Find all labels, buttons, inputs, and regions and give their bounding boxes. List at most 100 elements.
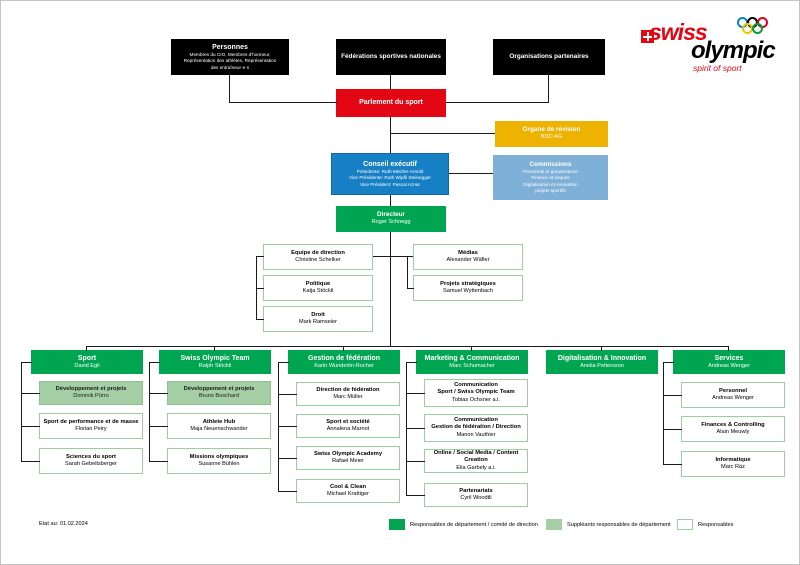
box-projets-strategiques: Projets stratégiques Samuel Wyttenbach — [413, 275, 523, 301]
connector — [406, 495, 425, 496]
box-title: Equipe de direction — [291, 249, 345, 256]
box-parlement-du-sport: Parlement du sport — [336, 89, 446, 117]
sub-name: Tobias Ochsner a.i. — [452, 396, 500, 403]
box-title: Fédérations sportives nationales — [341, 53, 441, 60]
connector — [278, 394, 297, 395]
legend-label: Responsables — [698, 522, 734, 528]
box-line: Vice Président: Pascal Aznar — [359, 181, 421, 187]
sub-name: Florian Peiry — [75, 425, 107, 432]
dept-gestion-sub-2: Swiss Olympic Academy Rafael Meier — [296, 446, 400, 470]
sub-name: Cyril Woodtli — [460, 494, 492, 501]
sub-title: Développement et projets — [55, 385, 127, 392]
sub-name: Maja Neuenschwander — [190, 425, 248, 432]
connector — [21, 362, 22, 462]
legend-swatch-white — [677, 519, 693, 530]
box-organisations-partenaires: Organisations partenaires — [493, 39, 605, 75]
box-title: Politique — [305, 280, 331, 287]
sub-line2: Sport / Swiss Olympic Team — [437, 389, 515, 396]
box-conseil-executif: Conseil exécutif Présidente: Ruth Metzle… — [331, 153, 449, 195]
dept-title: Marketing & Communication — [424, 354, 520, 362]
connector — [390, 195, 391, 206]
connector — [86, 346, 87, 351]
dept-sot-sub-deputy: Développement et projets Bruno Boschard — [167, 381, 271, 405]
connector — [149, 362, 160, 363]
box-title: Commissions — [529, 160, 572, 168]
connector — [86, 346, 729, 347]
dept-title: Gestion de fédération — [308, 354, 380, 362]
connector — [407, 288, 414, 289]
connector — [728, 346, 729, 351]
box-subtitle: des entraîneur·e·s — [210, 64, 250, 70]
connector — [663, 429, 682, 430]
box-medias: Médias Alexander Wäfler — [413, 244, 523, 270]
sub-name: Alain Meuwly — [716, 428, 750, 435]
box-title: Médias — [458, 249, 478, 256]
logo-tagline: spirit of sport — [693, 63, 742, 73]
swiss-olympic-logo: swiss olympic spirit of sport — [641, 13, 791, 79]
logo-swiss-text: swiss — [641, 19, 708, 46]
swiss-cross-icon — [641, 30, 654, 43]
legend-swatch-green — [389, 519, 405, 530]
dept-services-sub-0: Personnel Andreas Wenger — [681, 382, 785, 408]
dept-sport-sub-2: Sciences du sport Sarah Gebeltsberger — [39, 448, 143, 474]
dept-sport-header: Sport David Egli — [31, 350, 143, 374]
box-directeur: Directeur Roger Schnegg — [336, 206, 446, 232]
sub-name: Susanne Bühlen — [198, 460, 240, 467]
box-title: Parlement du sport — [359, 99, 423, 107]
connector — [256, 288, 264, 289]
dept-sport-sub-deputy: Développement et projets Dominik Pürro — [39, 381, 143, 405]
box-subtitle: Représentation des athlètes, Représentat… — [183, 58, 277, 64]
sub-name: Manon Vauthier — [456, 431, 496, 438]
connector — [390, 232, 391, 346]
sub-name: Elia Garbely a.i. — [456, 464, 496, 471]
sub-title: Développement et projets — [183, 385, 255, 392]
connector — [21, 461, 40, 462]
dept-swiss-olympic-team-header: Swiss Olympic Team Ralph Stöckli — [159, 350, 271, 374]
connector — [278, 491, 297, 492]
logo-swiss-word: swiss — [649, 19, 708, 45]
dept-marcom-sub-2: Online / Social Media / Content Creation… — [424, 449, 528, 473]
dept-title: Swiss Olympic Team — [180, 354, 250, 362]
dept-title: Services — [714, 354, 744, 362]
dept-services-sub-2: Informatique Marc Räz — [681, 451, 785, 477]
box-equipe-de-direction: Equipe de direction Christine Schelker — [263, 244, 373, 270]
dept-title: Digitalisation & Innovation — [557, 354, 647, 362]
sub-title: Direction de fédération — [316, 386, 380, 393]
sub-title: Sciences du sport — [66, 453, 116, 460]
dept-gestion-sub-3: Cool & Clean Michael Krattiger — [296, 479, 400, 503]
legend-label: Suppléants responsables de département — [567, 522, 671, 528]
box-title: Organe de révision — [522, 126, 581, 134]
sub-title: Informatique — [715, 456, 751, 463]
connector — [548, 75, 549, 103]
sub-name: Rafael Meier — [332, 457, 364, 464]
sub-name: Marc Müller — [333, 393, 363, 400]
box-line: projets sportifs — [535, 187, 566, 193]
connector — [406, 393, 425, 394]
sub-name: Michael Krattiger — [327, 490, 369, 497]
sub-name: Andreas Wenger — [712, 394, 754, 401]
dept-marketing-communication-header: Marketing & Communication Marc Schumache… — [416, 350, 528, 374]
sub-name: Dominik Pürro — [73, 392, 109, 399]
connector — [21, 393, 40, 394]
box-line: Vice Présidente: Ruth Wipfli Steinegger — [349, 175, 431, 181]
connector — [256, 256, 264, 257]
dept-head-name: David Egli — [74, 362, 100, 369]
sub-title: Partenariats — [459, 487, 493, 494]
connector — [446, 102, 549, 103]
dept-marcom-sub-0: Communication Sport / Swiss Olympic Team… — [424, 379, 528, 407]
dept-digitalisation-innovation-header: Digitalisation & Innovation Anelia Pette… — [546, 350, 658, 374]
sub-title: Online / Social Media / Content Creation — [433, 450, 519, 464]
dept-sport-sub-1: Sport de performance et de masse Florian… — [39, 413, 143, 439]
sub-title: Communication — [454, 417, 498, 424]
connector — [278, 362, 279, 492]
legend-label: Responsables de département / comité de … — [410, 522, 538, 528]
connector — [407, 256, 408, 289]
box-line: Finance et risques — [531, 175, 570, 181]
status-date: Etat au: 01.02.2024 — [39, 521, 88, 527]
dept-gestion-federation-header: Gestion de fédération Karin Wunderlin-Ro… — [288, 350, 400, 374]
legend-swatch-lightgreen — [546, 519, 562, 530]
sub-title: Athlete Hub — [202, 418, 236, 425]
sub-name: Annalena Marnot — [326, 425, 370, 432]
box-name: Mark Ramseier — [299, 318, 337, 325]
connector — [278, 458, 297, 459]
